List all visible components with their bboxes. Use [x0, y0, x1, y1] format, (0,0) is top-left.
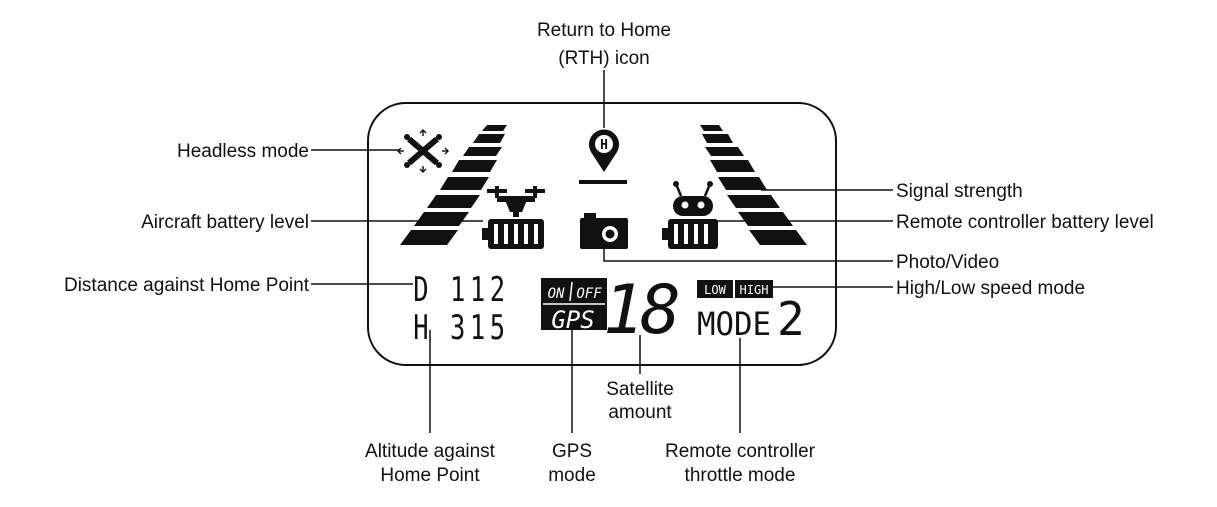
height-prefix: H — [413, 308, 428, 348]
signal-bar — [452, 160, 497, 172]
signal-bar — [749, 230, 807, 245]
label-gps-line1: GPS — [552, 441, 592, 462]
mode-text: MODE — [697, 305, 771, 343]
gps-on-label: ON — [548, 286, 565, 302]
drone-headless-icon — [397, 129, 449, 173]
signal-bar — [427, 195, 480, 208]
label-altitude-line1: Altitude against — [365, 441, 496, 462]
label-rth-line2: (RTH) icon — [558, 48, 650, 69]
height-readout: H 315 — [413, 308, 510, 348]
signal-bar — [705, 147, 744, 156]
signal-bar — [482, 125, 507, 131]
label-altitude-line2: Home Point — [380, 465, 480, 486]
gps-off-label: OFF — [576, 286, 602, 302]
label-satellite-line1: Satellite — [606, 379, 674, 400]
leader-lines — [311, 70, 893, 433]
satellite-count: 18 — [603, 271, 678, 350]
height-value: 315 — [450, 308, 510, 348]
distance-value: 112 — [450, 270, 510, 310]
distance-readout: D 112 — [413, 270, 510, 310]
signal-bar — [727, 195, 780, 208]
rth-letter: H — [600, 138, 608, 153]
signal-bar — [710, 160, 755, 172]
signal-bars-right — [700, 125, 807, 245]
battery-icon — [482, 219, 544, 249]
speed-high-label: HIGH — [740, 283, 769, 297]
label-gps-line2: mode — [548, 465, 596, 486]
aircraft-battery-bars — [494, 224, 538, 244]
label-aircraft-battery: Aircraft battery level — [141, 212, 309, 233]
signal-bar — [738, 212, 793, 226]
label-photo-video: Photo/Video — [896, 252, 999, 273]
speed-mode-block: LOW HIGH — [697, 280, 773, 298]
signal-bar — [718, 177, 767, 190]
signal-bar — [473, 134, 505, 143]
label-speed-mode: High/Low speed mode — [896, 278, 1085, 299]
signal-bars-left — [400, 125, 507, 245]
label-signal: Signal strength — [896, 181, 1023, 202]
lcd-screen-outline — [367, 102, 837, 366]
label-throttle-line1: Remote controller — [665, 441, 816, 462]
battery-icon — [662, 219, 718, 249]
signal-bar — [700, 125, 723, 131]
distance-prefix: D — [413, 270, 428, 310]
gps-text: GPS — [551, 306, 594, 334]
signal-bar — [702, 134, 733, 143]
rc-battery-bars — [674, 224, 708, 244]
signal-bar — [400, 230, 458, 245]
robot-controller-icon — [673, 181, 713, 216]
gps-mode-block: ON OFF GPS — [541, 278, 607, 334]
drone-icon — [487, 186, 545, 217]
label-rc-battery: Remote controller battery level — [896, 212, 1154, 233]
signal-bar — [440, 177, 489, 190]
camera-icon — [580, 213, 628, 249]
label-throttle-line2: throttle mode — [685, 465, 796, 486]
signal-bar — [463, 147, 502, 156]
home-pin-icon: H — [579, 129, 627, 184]
label-headless: Headless mode — [177, 141, 309, 162]
signal-bar — [414, 212, 469, 226]
label-rth-line1: Return to Home — [537, 20, 671, 41]
leader-photo — [603, 248, 893, 262]
label-satellite-line2: amount — [608, 402, 672, 423]
speed-low-label: LOW — [704, 283, 726, 297]
label-distance: Distance against Home Point — [64, 275, 310, 296]
mode-value: 2 — [777, 292, 805, 346]
